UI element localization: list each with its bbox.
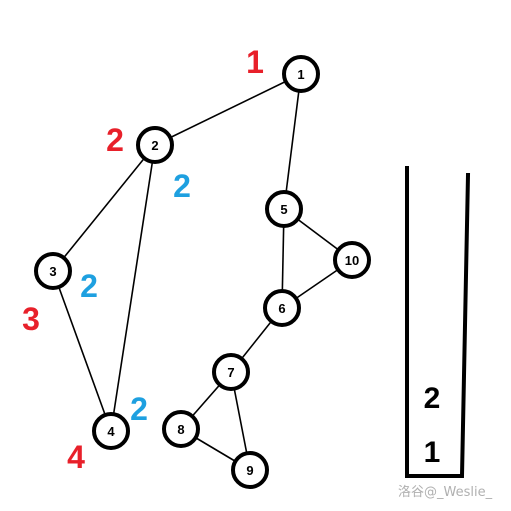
stack-item-bottom: 1 <box>424 436 441 469</box>
edge-1-5 <box>283 73 302 210</box>
node-label: 2 <box>151 138 158 153</box>
node-label: 1 <box>297 67 304 82</box>
stack-item-top: 2 <box>424 382 441 415</box>
red-annotation-node-2: 2 <box>106 122 124 158</box>
node-label: 7 <box>227 365 234 380</box>
node-circle <box>231 451 269 489</box>
nodes-layer: 1 2 3 4 5 6 7 8 9 10 <box>34 55 371 489</box>
node-label: 8 <box>177 422 184 437</box>
node-circle <box>136 126 174 164</box>
node-label: 9 <box>246 463 253 478</box>
stack-outline <box>405 166 471 478</box>
node-4: 4 <box>92 412 130 450</box>
blue-annotation-node-2: 2 <box>173 168 191 204</box>
node-1: 1 <box>282 55 320 93</box>
edge-2-3 <box>52 144 156 272</box>
node-6: 6 <box>263 289 301 327</box>
node-10: 10 <box>333 241 371 279</box>
node-circle <box>162 410 200 448</box>
node-7: 7 <box>212 353 250 391</box>
stack-container: 2 1 <box>405 166 471 478</box>
node-circle <box>333 241 371 279</box>
node-label: 3 <box>49 264 56 279</box>
red-annotation-node-1: 1 <box>246 44 264 80</box>
node-circle <box>263 289 301 327</box>
red-annotation-node-4: 4 <box>67 439 85 475</box>
node-label: 6 <box>278 301 285 316</box>
node-label: 4 <box>107 424 115 439</box>
node-label: 10 <box>345 253 359 268</box>
node-circle <box>212 353 250 391</box>
edge-2-4 <box>110 144 156 432</box>
node-circle <box>92 412 130 450</box>
red-annotation-node-3: 3 <box>22 301 40 337</box>
blue-annotation-node-3: 2 <box>80 268 98 304</box>
edge-3-4 <box>52 270 112 432</box>
node-label: 5 <box>280 202 287 217</box>
node-circle <box>282 55 320 93</box>
node-5: 5 <box>265 190 303 228</box>
blue-annotation-node-4: 2 <box>130 391 148 427</box>
node-8: 8 <box>162 410 200 448</box>
edge-1-2 <box>154 73 302 146</box>
node-2: 2 <box>136 126 174 164</box>
watermark-text: 洛谷@_Weslie_ <box>398 485 493 500</box>
node-circle <box>34 252 72 290</box>
node-circle <box>265 190 303 228</box>
node-9: 9 <box>231 451 269 489</box>
node-3: 3 <box>34 252 72 290</box>
